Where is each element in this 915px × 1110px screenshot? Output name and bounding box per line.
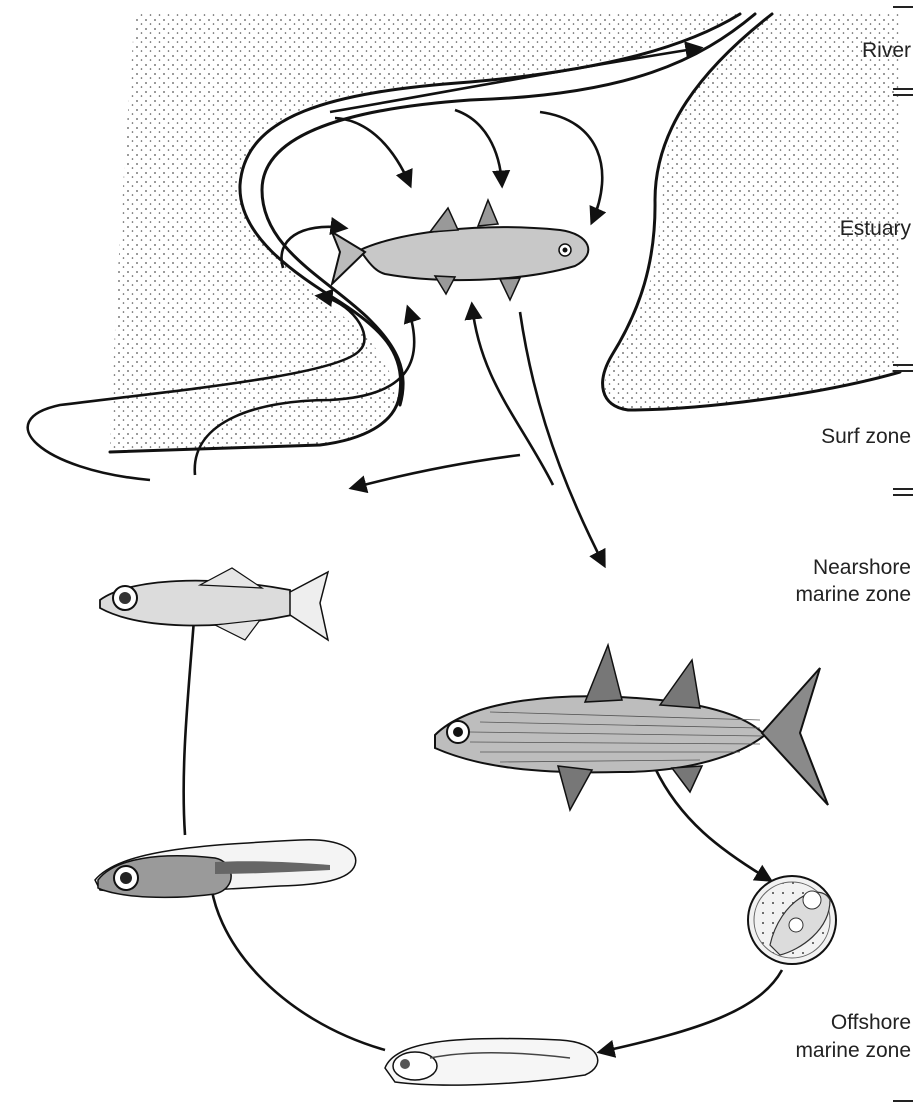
- zone-label-river: River: [862, 38, 911, 63]
- early-juvenile-fish: [100, 568, 328, 640]
- zone-label-offshore-2: marine zone: [795, 1038, 911, 1063]
- zone-label-offshore-1: Offshore: [831, 1010, 911, 1035]
- arrow-adult-to-nearshore: [352, 455, 520, 488]
- zone-separator-top: [893, 6, 913, 8]
- fish-egg: [748, 876, 836, 964]
- zone-separator-river-estuary: [893, 88, 913, 96]
- zone-label-estuary: Estuary: [840, 216, 911, 241]
- arrow-adult-to-egg: [655, 768, 770, 880]
- zone-label-surf: Surf zone: [821, 424, 911, 449]
- zone-label-nearshore-2: marine zone: [795, 582, 911, 607]
- zone-separator-bottom: [893, 1100, 913, 1102]
- adult-fish: [435, 645, 828, 810]
- zone-separator-surf-nearshore: [893, 488, 913, 496]
- arrow-larva-to-postlarva: [210, 870, 385, 1050]
- arrow-egg-to-larva: [600, 970, 782, 1052]
- zone-separator-estuary-surf: [893, 364, 913, 372]
- arrow-postlarva-to-juvenile: [184, 592, 196, 835]
- postlarva-fish: [95, 840, 356, 898]
- yolk-sac-larva: [385, 1038, 598, 1085]
- zone-label-nearshore-1: Nearshore: [813, 555, 911, 580]
